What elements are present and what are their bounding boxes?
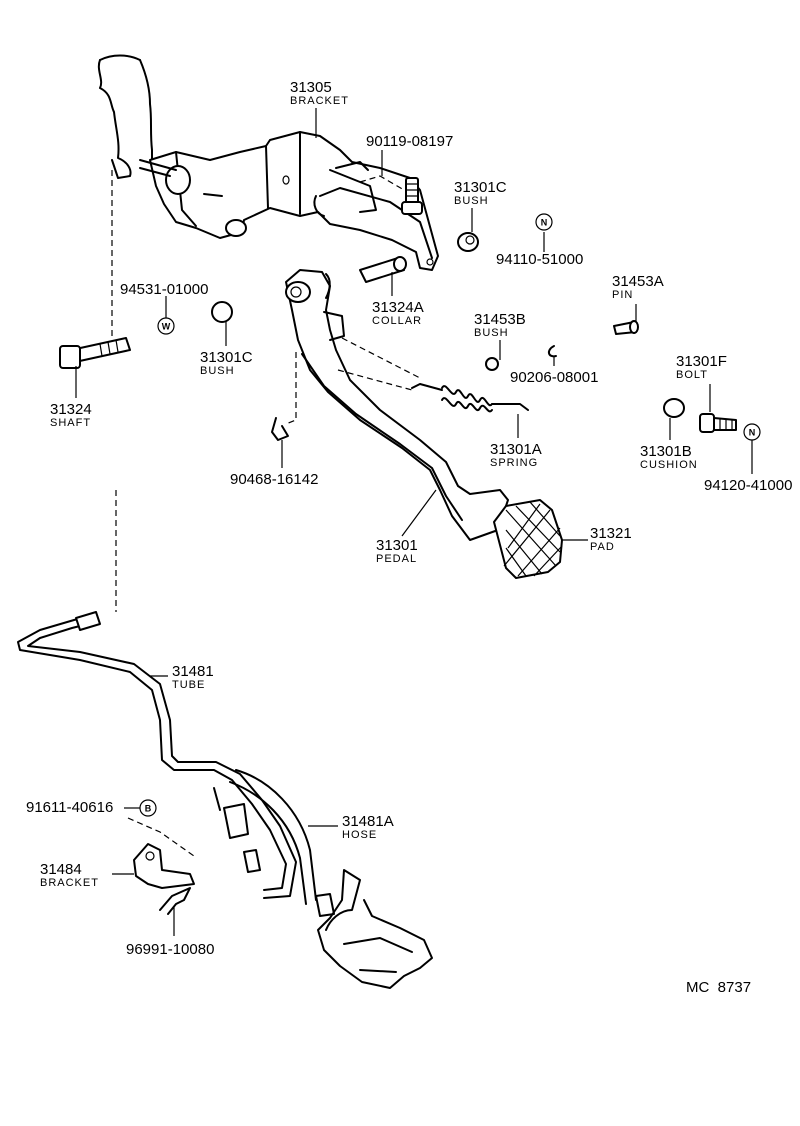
bolt-90119-drawing (359, 175, 423, 215)
bracket-31305-drawing (139, 131, 439, 271)
label-90468-number: 90468-16142 (230, 471, 318, 488)
label-94531-number: 94531-01000 (120, 281, 208, 298)
hose-31481a-drawing (213, 769, 335, 917)
svg-text:W: W (162, 322, 171, 332)
firewall-mount-drawing (97, 54, 153, 179)
leader-lines (75, 108, 753, 936)
bush-31301c-upper-drawing (457, 232, 479, 252)
spring-31301a-drawing (337, 337, 529, 413)
label-31301c-lower-number: 31301C (200, 349, 253, 366)
collar-31324a-drawing (359, 256, 407, 283)
label-31453b-name: BUSH (474, 327, 509, 339)
pad-31321-drawing (493, 499, 563, 579)
label-31324a-number: 31324A (372, 299, 424, 316)
svg-text:B: B (145, 804, 152, 814)
label-31324-name: SHAFT (50, 417, 91, 429)
label-31453a-name: PIN (612, 289, 633, 301)
label-31321-number: 31321 (590, 525, 632, 542)
label-94110-number: 94110-51000 (496, 251, 583, 268)
label-96991-number: 96991-10080 (126, 941, 214, 958)
pin-31453a-drawing (613, 320, 639, 335)
svg-text:N: N (541, 218, 548, 228)
label-31481a-number: 31481A (342, 813, 394, 830)
diagram-code: MC 8737 (686, 979, 751, 996)
bush-31301c-lower-drawing (211, 301, 233, 323)
tube-31481-drawing (17, 611, 297, 899)
part-labels: 31305 BRACKET 90119-08197 31301C BUSH N … (26, 79, 792, 996)
bolt-31301f-drawing (699, 413, 737, 433)
label-31301c-lower-name: BUSH (200, 365, 235, 377)
label-31484-name: BRACKET (40, 877, 99, 889)
label-31305-number: 31305 (290, 79, 332, 96)
symbol-n-94120: N (743, 423, 761, 441)
bush-31453b-drawing (485, 357, 499, 371)
cylinder-drawing (317, 869, 433, 989)
symbol-w-94531: W (157, 317, 175, 335)
label-31301f-name: BOLT (676, 369, 708, 381)
label-31301b-number: 31301B (640, 443, 692, 460)
label-31301f-number: 31301F (676, 353, 727, 370)
label-31453b-number: 31453B (474, 311, 526, 328)
clip-90468-drawing (271, 352, 297, 441)
symbol-n-94110: N (535, 213, 553, 231)
label-31301a-number: 31301A (490, 441, 542, 458)
clip-90206-drawing (548, 345, 557, 358)
shaft-31324-drawing (59, 337, 131, 369)
label-31301a-name: SPRING (490, 457, 538, 469)
label-94120-number: 94120-41000 (704, 477, 792, 494)
label-31321-name: PAD (590, 541, 615, 553)
label-31453a-number: 31453A (612, 273, 664, 290)
svg-text:N: N (749, 428, 756, 438)
label-31301-name: PEDAL (376, 553, 417, 565)
label-31301b-name: CUSHION (640, 459, 698, 471)
cushion-31301b-drawing (663, 398, 685, 418)
label-31484-number: 31484 (40, 861, 82, 878)
alignment-lines (111, 170, 117, 612)
label-31324-number: 31324 (50, 401, 92, 418)
label-90119-number: 90119-08197 (366, 133, 453, 150)
label-31301-number: 31301 (376, 537, 418, 554)
label-31481-number: 31481 (172, 663, 214, 680)
label-91611-number: 91611-40616 (26, 799, 113, 816)
pedal-31301-drawing (285, 269, 509, 541)
bracket-31484-drawing (127, 817, 195, 889)
label-31305-name: BRACKET (290, 95, 349, 107)
label-31481a-name: HOSE (342, 829, 377, 841)
label-90206-number: 90206-08001 (510, 369, 598, 386)
label-31301c-upper-name: BUSH (454, 195, 489, 207)
symbol-b-91611: B (139, 799, 157, 817)
label-31324a-name: COLLAR (372, 315, 422, 327)
label-31301c-upper-number: 31301C (454, 179, 507, 196)
clip-96991-drawing (159, 887, 191, 915)
label-31481-name: TUBE (172, 679, 205, 691)
